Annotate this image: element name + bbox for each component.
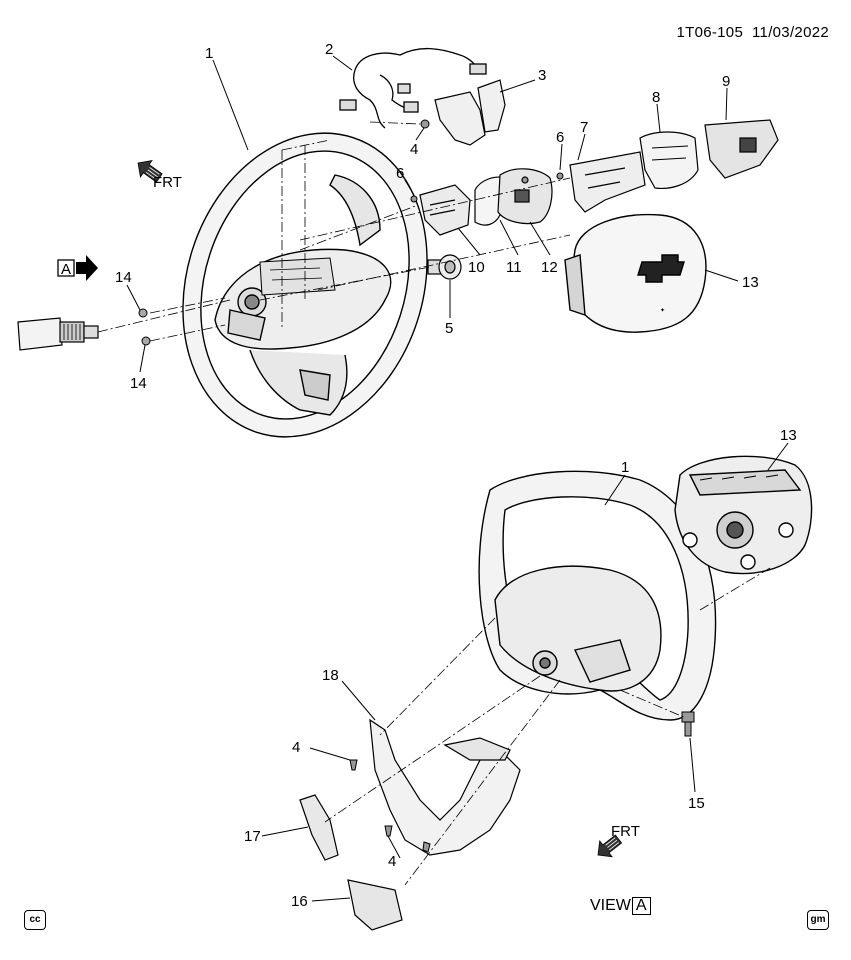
wire-harness-2 (339, 47, 487, 129)
steering-wheel-bottom (478, 470, 717, 721)
switch-bracket-7 (569, 151, 646, 213)
screws-bottom (349, 711, 695, 853)
airbag-module-13-bottom (674, 455, 813, 575)
callout-10: 10 (468, 259, 485, 276)
callout-16: 16 (291, 893, 308, 910)
switch-assembly-10 (419, 184, 471, 236)
switch-bezel-8 (639, 131, 699, 190)
callout-9: 9 (722, 73, 730, 90)
leader-lines-top (97, 121, 571, 342)
view-a-marker: A (57, 255, 98, 281)
trim-bracket-18 (369, 718, 521, 856)
trim-cover-17 (299, 794, 339, 861)
callout-1-bottom: 1 (621, 459, 629, 476)
leader-lines-bottom (324, 567, 771, 886)
switch-9 (704, 119, 779, 179)
callout-14-upper: 14 (115, 269, 132, 286)
callout-17: 17 (244, 828, 261, 845)
callout-12: 12 (541, 259, 558, 276)
switch-12 (497, 168, 553, 225)
screws-top (410, 119, 564, 203)
callout-1-top: 1 (205, 45, 213, 62)
frt-label-bottom: FRT (611, 823, 640, 840)
cc-badge-icon: cc (24, 910, 46, 930)
callout-4-mid: 4 (292, 739, 300, 756)
callout-3: 3 (538, 67, 546, 84)
callout-5: 5 (445, 320, 453, 337)
callout-15: 15 (688, 795, 705, 812)
callout-6-left: 6 (396, 165, 404, 182)
callout-leaders (126, 55, 789, 902)
bolts-14 (138, 308, 151, 346)
diagram-reference: 1T06-105 11/03/2022 (676, 24, 829, 41)
callout-4-bottom: 4 (388, 853, 396, 870)
callout-8: 8 (652, 89, 660, 106)
callout-13-bottom: 13 (780, 427, 797, 444)
diagram-code: 1T06-105 (676, 24, 744, 41)
callout-13-top: 13 (742, 274, 759, 291)
callout-7: 7 (580, 119, 588, 136)
bolt-5 (427, 254, 462, 280)
callout-11: 11 (506, 259, 522, 276)
gm-logo-icon: gm (807, 910, 829, 930)
view-label-text: VIEW (590, 897, 631, 914)
frt-label-top: FRT (153, 174, 182, 191)
callout-2: 2 (325, 41, 333, 58)
callout-14-lower: 14 (130, 375, 147, 392)
airbag-module-13-top: ✦ (564, 213, 707, 333)
trim-cover-16 (347, 879, 403, 931)
view-label-ref: A (631, 897, 651, 915)
callout-numbers: 1 2 3 4 5 6 6 7 8 9 10 11 12 13 14 14 1 … (115, 41, 797, 910)
bracket-3 (434, 79, 506, 146)
svg-text:✦: ✦ (660, 307, 665, 314)
diagram-date: 11/03/2022 (752, 24, 829, 41)
callout-4-top: 4 (410, 141, 418, 158)
steering-column (17, 317, 99, 351)
callout-18: 18 (322, 667, 339, 684)
svg-text:A: A (61, 261, 71, 278)
callout-6-right: 6 (556, 129, 564, 146)
